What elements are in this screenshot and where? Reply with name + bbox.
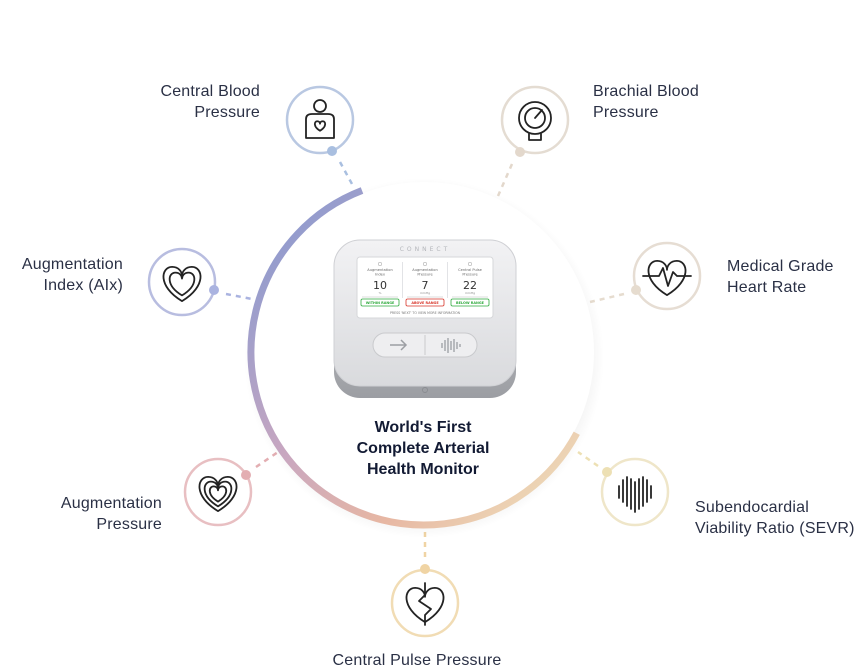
feature-brachial-blood-pressure <box>500 85 570 157</box>
feature-augmentation-index <box>147 247 219 317</box>
connector-dot <box>631 285 641 295</box>
heartbeat-icon <box>642 260 692 296</box>
reading-label: Central Pulse <box>458 268 482 272</box>
device-footer: PRESS 'NEXT' TO VIEW MORE INFORMATION <box>390 311 461 315</box>
striped-heart-icon <box>618 476 652 513</box>
heart-icon <box>162 266 202 302</box>
split-heart-icon <box>405 582 445 626</box>
connector-brachial-blood-pressure <box>496 163 514 197</box>
feature-central-pulse-pressure <box>390 564 460 638</box>
reading-label: Pressure <box>462 273 478 277</box>
waveform-icon <box>441 338 461 353</box>
connector-dot <box>420 564 430 574</box>
feature-ring <box>285 85 355 155</box>
reading-badge: WITHIN RANGE <box>366 301 395 305</box>
person-heart-icon <box>305 99 335 139</box>
connector-dot <box>241 470 251 480</box>
reading-unit: % <box>379 291 382 295</box>
feature-nodes <box>147 85 702 638</box>
reading-value: 10 <box>373 279 387 292</box>
arrow-right-icon <box>390 339 408 351</box>
gradient-arc <box>247 187 580 529</box>
connector-lines <box>225 161 625 557</box>
reading-value: 7 <box>422 279 429 292</box>
center-title: World's First Complete Arterial Health M… <box>356 419 490 478</box>
gauge-icon <box>518 101 552 141</box>
label-central-pulse-pressure: Central Pulse Pressure <box>332 652 502 669</box>
feature-ring <box>500 85 570 155</box>
feature-ring <box>390 568 460 638</box>
power-icon <box>422 387 428 393</box>
reading-unit: mmHg <box>420 291 430 295</box>
reading-label: Index <box>375 273 386 277</box>
double-heart-icon <box>198 476 238 512</box>
reading-badge: BELOW RANGE <box>456 301 485 305</box>
feature-medical-grade-heart-rate <box>631 241 702 311</box>
feature-sevr <box>600 457 670 527</box>
feature-augmentation-pressure <box>183 457 253 527</box>
connector-central-blood-pressure <box>338 161 354 185</box>
connector-sevr <box>577 450 599 468</box>
feature-ring <box>147 247 217 317</box>
connector-augmentation-index <box>225 292 253 301</box>
connector-dot <box>209 285 219 295</box>
reading-label: Augmentation <box>412 268 438 272</box>
connector-medical-grade-heart-rate <box>589 292 625 304</box>
connector-dot <box>602 467 612 477</box>
feature-ring <box>183 457 253 527</box>
reading-value: 22 <box>463 279 477 292</box>
feature-ring <box>632 241 702 311</box>
feature-central-blood-pressure <box>285 85 355 156</box>
connector-dot <box>515 147 525 157</box>
connector-dot <box>327 146 337 156</box>
reading-badge: ABOVE RANGE <box>411 301 439 305</box>
device-brand: CONNECT <box>400 246 451 253</box>
reading-unit: mmHg <box>465 291 475 295</box>
reading-label: Pressure <box>417 273 433 277</box>
reading-label: Augmentation <box>367 268 393 272</box>
